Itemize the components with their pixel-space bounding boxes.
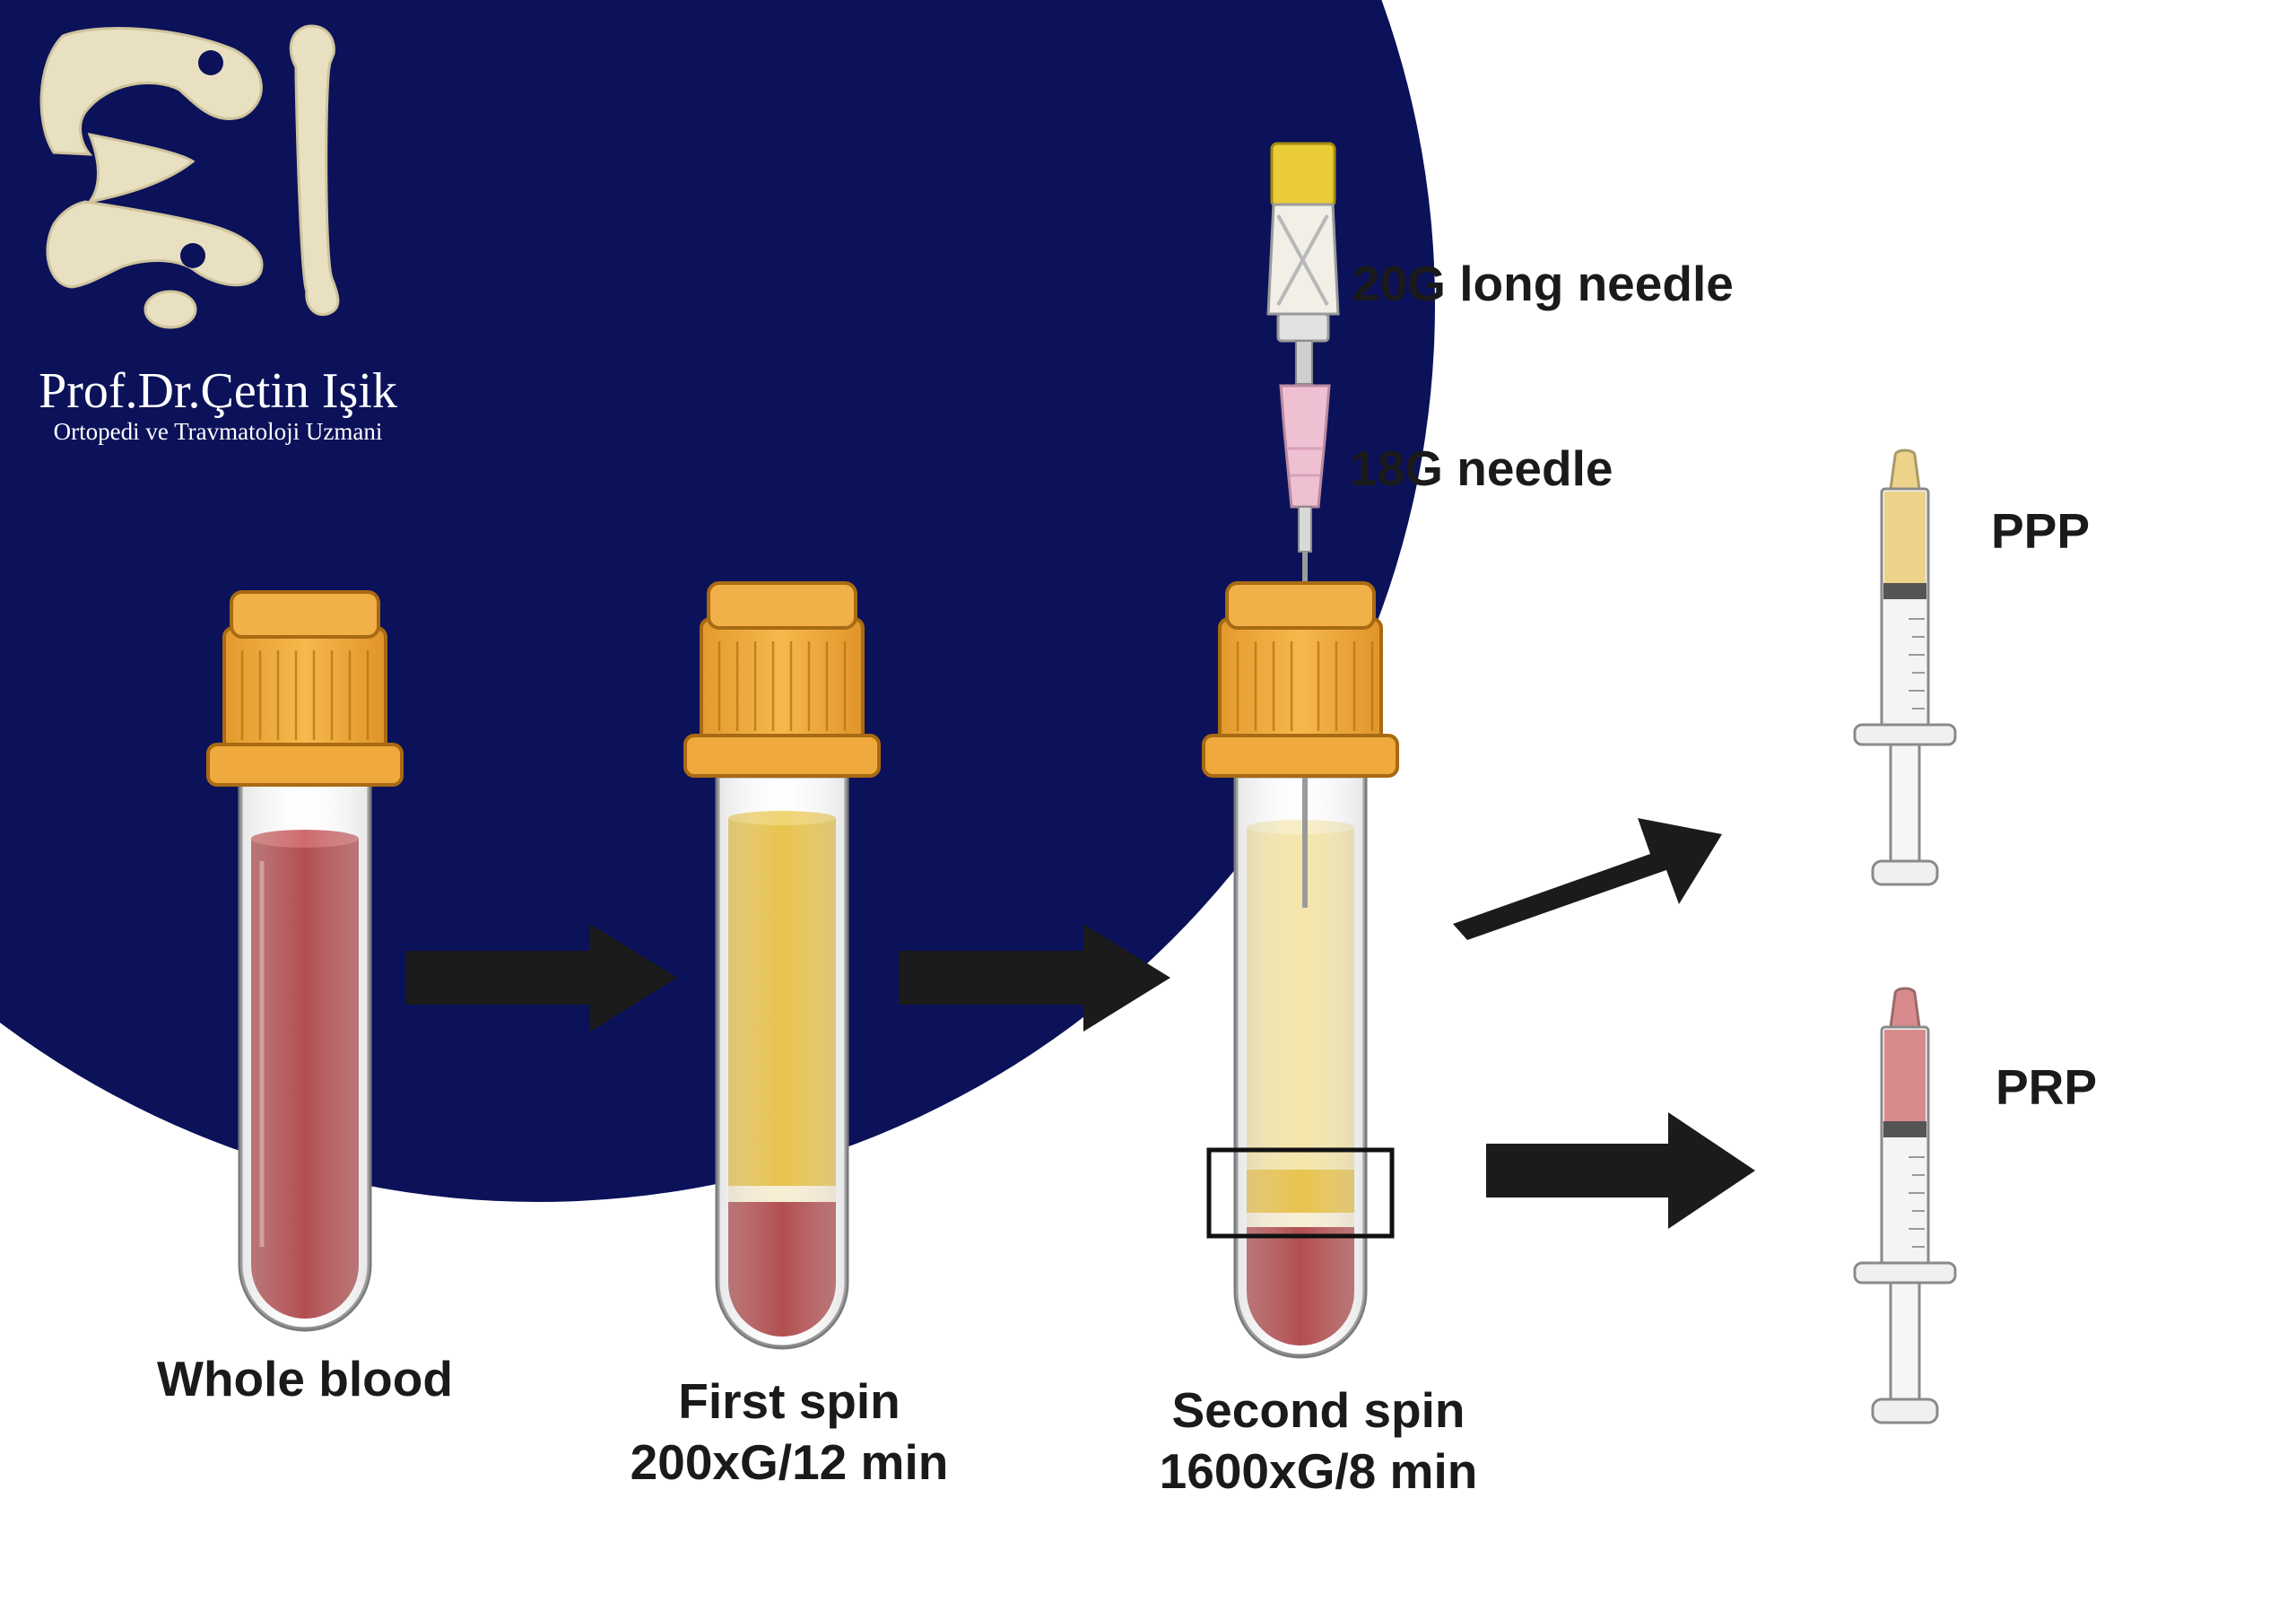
highlight-box xyxy=(1206,1147,1395,1239)
logo-subtitle: Ortopedi ve Travmatoloji Uzmani xyxy=(53,418,383,445)
ppp-fill xyxy=(1884,492,1926,583)
syringe-prp xyxy=(1853,987,1957,1424)
label-18g-needle: 18G needle xyxy=(1350,440,1613,496)
arrow-to-prp xyxy=(1486,1112,1755,1229)
arrow-step-1 xyxy=(405,924,677,1032)
label-first-spin-params: 200xG/12 min xyxy=(630,1434,949,1490)
prp-fill xyxy=(1884,1030,1926,1121)
label-whole-blood: Whole blood xyxy=(157,1351,453,1406)
label-second-spin: Second spin xyxy=(1171,1382,1465,1438)
needle-18g xyxy=(1279,384,1331,553)
label-second-spin-params: 1600xG/8 min xyxy=(1159,1443,1478,1499)
syringe-ppp xyxy=(1853,448,1957,886)
arrow-step-2 xyxy=(899,924,1170,1032)
tube-whole-blood xyxy=(206,590,404,1332)
label-20g-long-needle: 20G long needle xyxy=(1352,256,1734,311)
arrow-to-ppp xyxy=(1453,818,1722,940)
tube-second-spin xyxy=(1202,581,1399,1359)
needle-20g xyxy=(1266,142,1340,385)
tube-first-spin xyxy=(683,581,881,1350)
label-prp: PRP xyxy=(1996,1059,2098,1115)
logo-name: Prof.Dr.Çetin Işik xyxy=(39,363,397,419)
logo-emblem xyxy=(39,24,340,329)
label-first-spin: First spin xyxy=(678,1373,900,1429)
label-ppp: PPP xyxy=(1991,503,2091,559)
